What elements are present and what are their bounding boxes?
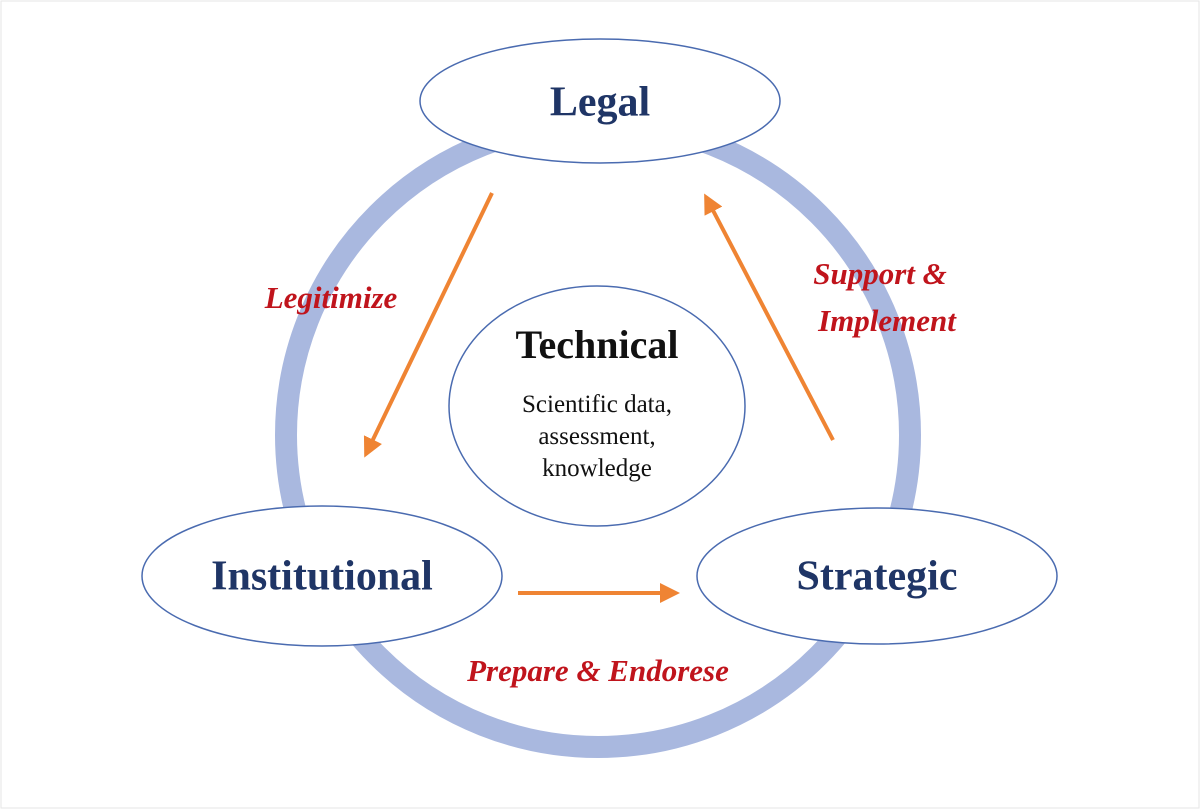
node-institutional: Institutional: [141, 505, 503, 647]
prepare-label: Prepare & Endorese: [466, 653, 729, 688]
institutional-label: Institutional: [211, 554, 433, 600]
technical-title: Technical: [516, 322, 679, 367]
technical-line-2: assessment,: [538, 423, 655, 450]
support-label-2: Implement: [817, 303, 957, 338]
node-strategic: Strategic: [696, 507, 1058, 645]
support-arrow: [704, 193, 835, 441]
technical-line-3: knowledge: [542, 455, 652, 482]
node-legal: Legal: [419, 38, 781, 164]
technical-line-1: Scientific data,: [522, 391, 672, 418]
legal-label: Legal: [550, 80, 650, 126]
support-label-1: Support &: [813, 256, 947, 291]
strategic-label: Strategic: [797, 554, 958, 600]
legitimize-label: Legitimize: [264, 280, 398, 315]
legitimize-arrow: [363, 192, 494, 458]
node-technical: Technical Scientific data, assessment, k…: [448, 285, 746, 527]
